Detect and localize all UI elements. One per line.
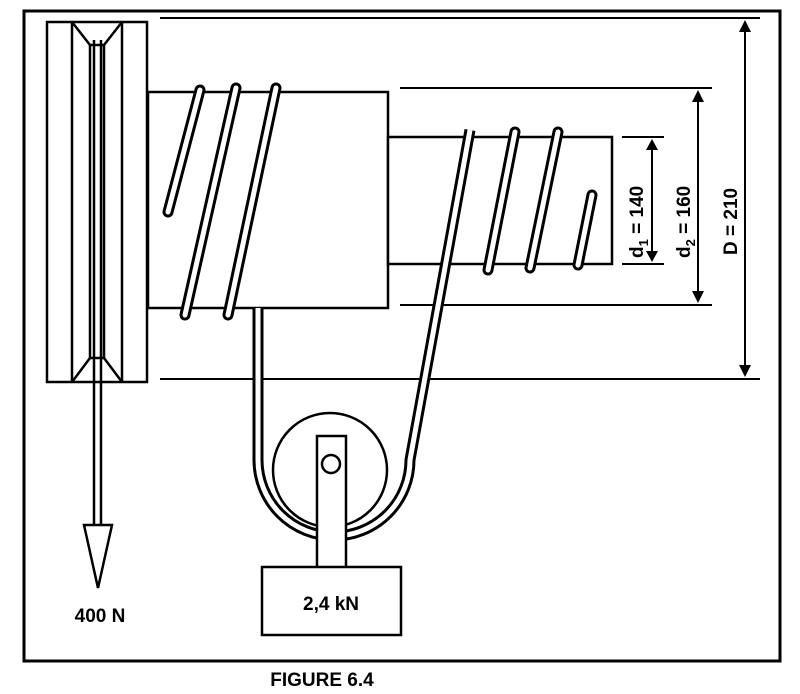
force-label: 400 N [75,606,126,627]
pulley-pin [320,453,342,475]
diagram-border [22,9,782,663]
D-label: D = 210 [721,188,742,255]
dimension-d2 [400,87,712,306]
load-box [260,565,403,637]
rope-coils-small-inner [485,129,595,273]
small-drum [386,135,614,266]
load-label: 2,4 kN [303,594,359,615]
hand-wheel [45,20,149,384]
d2-label: d2 = 160 [674,186,698,258]
force-arrow [82,523,114,589]
figure-caption: FIGURE 6.4 [270,670,374,691]
hand-rope [92,40,103,525]
d1-label: d1 = 140 [627,186,651,258]
dimension-d1 [622,136,664,265]
rope-coils-large-inner [165,85,279,318]
